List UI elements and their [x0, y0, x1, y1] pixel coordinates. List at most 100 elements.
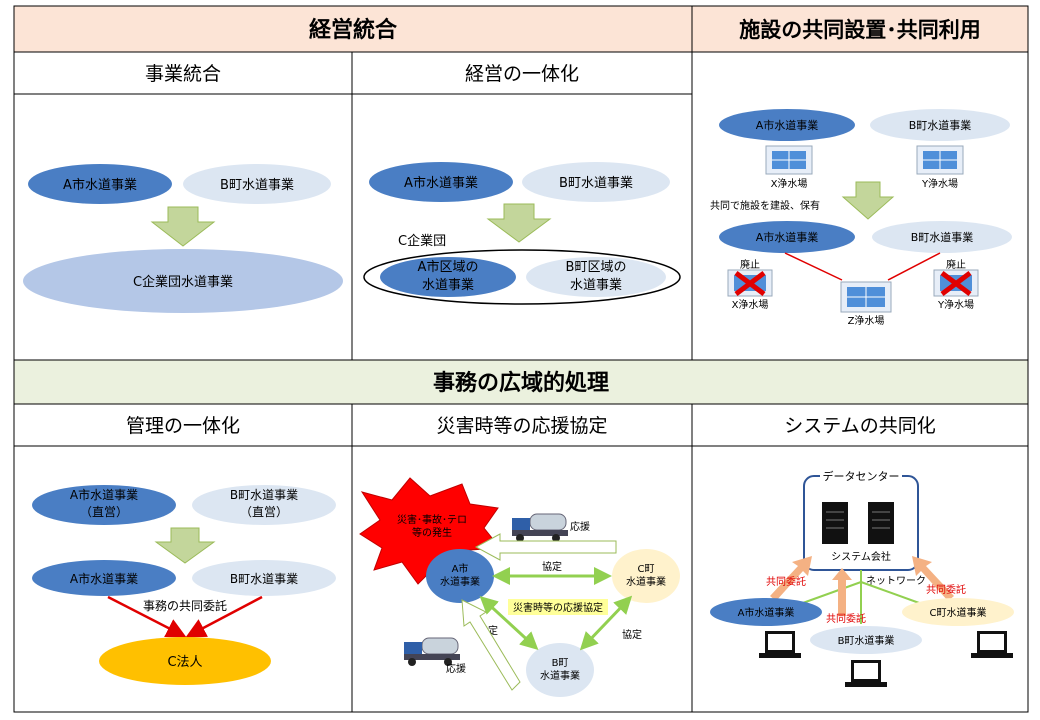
- b-town-label-2: B町水道事業: [911, 230, 974, 244]
- b-town-label: B町水道事業: [559, 175, 633, 191]
- y-plant-label-2: Y浄水場: [937, 298, 974, 311]
- entrust-arrow-right: [912, 556, 954, 601]
- abolish-left: 廃止: [740, 258, 760, 271]
- b-town-label-2: （直営）: [240, 505, 288, 519]
- support-label-top: 応援: [570, 520, 590, 533]
- a-city-node: [426, 549, 494, 603]
- b-town-node-2: [872, 221, 1012, 253]
- entrust-arrow-mid: [832, 568, 852, 616]
- b-town-node: [183, 164, 331, 204]
- entrust-label-left: 共同委託: [766, 575, 806, 588]
- c-kigyoudan-label: C企業団水道事業: [133, 274, 233, 290]
- header-cell-jimu: [14, 360, 1028, 404]
- entrust-label-right: 共同委託: [926, 583, 966, 596]
- down-arrow: [841, 181, 895, 220]
- entrust-label-mid: 共同委託: [826, 612, 866, 625]
- a-city-label: A市水道事業: [738, 606, 795, 619]
- a-city-node-2: [719, 221, 855, 253]
- panel-jigyou-tougou: A市水道事業 B町水道事業 C企業団水道事業: [23, 164, 343, 313]
- a-city-label-1: A市水道事業: [70, 487, 138, 502]
- z-plant-label: Z浄水場: [848, 314, 885, 327]
- header-cell-keiei: [14, 6, 692, 52]
- a-area-label-2: 水道事業: [422, 277, 474, 293]
- b-town-label-1: B町水道事業: [230, 488, 298, 502]
- b-town-label: B町水道事業: [838, 634, 895, 647]
- company-label: システム会社: [831, 550, 891, 563]
- a-city-label-2: （直営）: [80, 505, 128, 519]
- a-city-label-2: 水道事業: [440, 575, 480, 588]
- y-plant-label: Y浄水場: [921, 177, 958, 190]
- merge-arrow: [486, 203, 552, 243]
- network-line-right: [860, 581, 923, 605]
- server-icon-left: [822, 502, 848, 544]
- network-line-left: [799, 581, 862, 605]
- c-town-label-1: C町: [638, 564, 655, 575]
- c-houjin-node: [99, 637, 271, 685]
- a-city-label-2: A市水道事業: [756, 230, 819, 244]
- panel-system: データセンター システム会社 ネットワーク 共同委託 共同委託 共同委託 A市水…: [710, 468, 1014, 687]
- c-town-node: [902, 598, 1014, 626]
- a-city-label: A市水道事業: [756, 118, 819, 132]
- c-houjin-label: C法人: [167, 655, 202, 670]
- a-city-label: A市水道事業: [404, 175, 478, 191]
- section-title-shisetsu: 施設の共同設置･共同利用: [739, 18, 981, 42]
- a-city-node-2: [32, 560, 176, 596]
- agreement-label: 災害時等の応援協定: [513, 601, 603, 614]
- support-label-bottom: 応援: [446, 662, 466, 675]
- group-label: C企業団: [398, 233, 446, 249]
- link-b-z: [887, 252, 941, 281]
- entrust-arrow-right: [185, 595, 263, 638]
- entrust-arrow-left: [107, 595, 187, 638]
- kyotei-label-top: 協定: [542, 560, 562, 573]
- header-cell-shisetsu: [692, 6, 1028, 52]
- b-town-node: [192, 485, 336, 525]
- z-plant-icon: [840, 281, 892, 313]
- support-arrow-bottom: [461, 599, 521, 691]
- b-town-label: B町水道事業: [220, 177, 294, 193]
- panel-title-keiei-ittaika: 経営の一体化: [465, 63, 579, 85]
- b-town-node: [522, 162, 670, 202]
- b-town-node: [526, 643, 594, 697]
- down-arrow: [154, 527, 216, 564]
- section-title-jimu: 事務の広域的処理: [433, 370, 609, 396]
- merge-arrow: [150, 206, 216, 247]
- section-title-keiei: 経営統合: [309, 17, 398, 43]
- server-icon-right: [868, 502, 894, 544]
- laptop-icon-a: [759, 631, 801, 658]
- x-plant-label: X浄水場: [771, 177, 808, 190]
- abolish-right: 廃止: [946, 258, 966, 271]
- panel-title-kanri: 管理の一体化: [126, 415, 240, 437]
- panel-saigai: 災害･事故･テロ 等の発生 応援 A市 水道事業 C町 水道事業 B町 水道事業…: [359, 477, 680, 697]
- panel-kanri: A市水道事業 （直営） B町水道事業 （直営） A市水道事業 B町水道事業 事務…: [32, 485, 336, 685]
- a-city-node: [719, 109, 855, 141]
- shared-note: 共同で施設を建設、保有: [710, 199, 820, 212]
- kyotei-link-cb: [579, 595, 633, 651]
- b-area-label-2: 水道事業: [570, 277, 622, 293]
- laptop-icon-b: [845, 660, 887, 687]
- a-city-label-1: A市: [452, 562, 469, 575]
- c-kigyoudan-node: [23, 249, 343, 313]
- y-plant-abolished-icon: [933, 269, 979, 297]
- datacenter-label: データセンター: [823, 469, 900, 483]
- laptop-icon-c: [971, 631, 1013, 658]
- b-town-label-1: B町: [552, 658, 569, 669]
- b-town-label: B町水道事業: [909, 118, 972, 132]
- a-area-node: [380, 257, 516, 297]
- a-area-label-1: A市区域の: [418, 259, 479, 275]
- c-town-label: C町水道事業: [930, 606, 987, 619]
- a-city-node: [28, 164, 172, 204]
- network-label: ネットワーク: [866, 575, 926, 587]
- b-town-label-2: 水道事業: [540, 669, 580, 682]
- panel-shisetsu: A市水道事業 B町水道事業 X浄水場 Y浄水場 共同で施設を建設、保有 A市水道…: [710, 109, 1012, 327]
- a-city-label: A市水道事業: [63, 177, 137, 193]
- panel-keiei-ittaika: A市水道事業 B町水道事業 C企業団 A市区域の 水道事業 B町区域の 水道事業: [363, 162, 681, 305]
- a-city-node: [32, 485, 176, 525]
- kyotei-label-right: 協定: [622, 628, 642, 641]
- support-arrow-top: [474, 533, 617, 561]
- panel-title-saigai: 災害時等の応援協定: [436, 415, 607, 437]
- burst-label-1: 災害･事故･テロ: [397, 513, 467, 526]
- b-town-label-3: B町水道事業: [230, 572, 298, 586]
- b-town-node: [810, 626, 922, 654]
- burst-label-2: 等の発生: [412, 526, 452, 539]
